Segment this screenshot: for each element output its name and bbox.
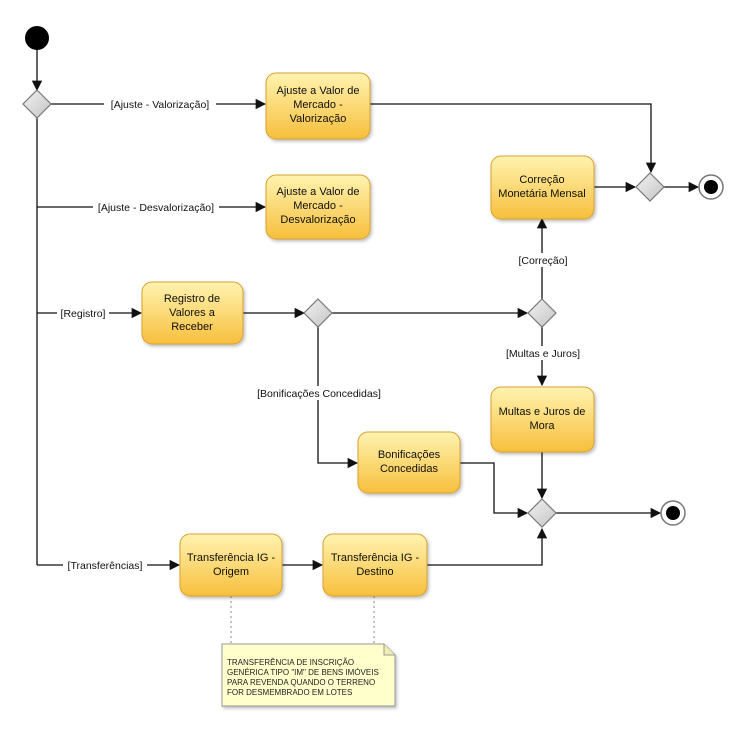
svg-text:GENÉRICA TIPO "IM" DE BENS IMÓ: GENÉRICA TIPO "IM" DE BENS IMÓVEIS — [227, 668, 379, 677]
activity-multas-juros[interactable]: Multas e Juros de Mora — [490, 386, 595, 453]
svg-text:Monetária Mensal: Monetária Mensal — [498, 188, 585, 200]
svg-text:TRANSFERÊNCIA DE INSCRIÇÃO: TRANSFERÊNCIA DE INSCRIÇÃO — [227, 658, 354, 667]
merge-bottom — [527, 498, 557, 528]
svg-text:Ajuste a Valor de: Ajuste a Valor de — [277, 186, 360, 198]
svg-text:[Correção]: [Correção] — [518, 255, 567, 267]
svg-text:Mercado -: Mercado - — [293, 99, 343, 111]
merge-top — [635, 172, 665, 202]
edge-to-bonificacoes — [317, 327, 359, 469]
svg-text:[Registro]: [Registro] — [61, 308, 106, 320]
svg-text:Mora: Mora — [529, 420, 555, 432]
svg-text:[Transferências]: [Transferências] — [68, 560, 143, 572]
guard-transferencias: [Transferências] — [63, 558, 147, 572]
svg-text:Mercado -: Mercado - — [293, 200, 343, 212]
final-node-bottom — [660, 500, 686, 526]
guard-bonificacoes: [Bonificações Concedidas] — [252, 386, 386, 400]
svg-text:Valorização: Valorização — [290, 113, 347, 125]
decision-correcao-multas — [527, 298, 557, 328]
svg-text:Registro de: Registro de — [164, 293, 220, 305]
activity-ajuste-valorizacao[interactable]: Ajuste a Valor de Mercado - Valorização — [265, 72, 371, 140]
decision-registro — [303, 298, 333, 328]
decision-diamonds — [22, 89, 665, 528]
initial-node — [25, 26, 49, 50]
svg-text:Transferência IG -: Transferência IG - — [187, 552, 276, 564]
svg-text:Destino: Destino — [356, 566, 393, 578]
svg-text:Correção: Correção — [519, 174, 564, 186]
svg-text:[Multas e Juros]: [Multas e Juros] — [506, 348, 580, 360]
activity-transferencia-destino[interactable]: Transferência IG - Destino — [322, 533, 428, 597]
svg-text:Concedidas: Concedidas — [380, 463, 439, 475]
edge-bonificacoes-to-merge — [460, 462, 529, 519]
final-node-top — [698, 174, 724, 200]
svg-text:Desvalorização: Desvalorização — [280, 214, 355, 226]
guard-ajuste-desvalorizacao: [Ajuste - Desvalorização] — [93, 200, 219, 214]
guard-labels: [Ajuste - Valorização] [Ajuste - Desvalo… — [57, 97, 585, 572]
svg-text:[Ajuste - Desvalorização]: [Ajuste - Desvalorização] — [98, 202, 214, 214]
svg-text:[Bonificações Concedidas]: [Bonificações Concedidas] — [257, 388, 381, 400]
edge-destino-to-merge — [427, 527, 548, 566]
edge-valorizacao-to-merge — [370, 103, 657, 174]
guard-ajuste-valorizacao: [Ajuste - Valorização] — [104, 97, 216, 111]
activity-registro-valores[interactable]: Registro de Valores a Receber — [141, 281, 244, 345]
activity-bonificacoes[interactable]: Bonificações Concedidas — [357, 431, 461, 494]
svg-text:Receber: Receber — [171, 321, 213, 333]
guard-registro: [Registro] — [57, 306, 109, 320]
activity-correcao-monetaria[interactable]: Correção Monetária Mensal — [490, 155, 595, 220]
svg-text:[Ajuste - Valorização]: [Ajuste - Valorização] — [111, 99, 210, 111]
guard-multas-juros: [Multas e Juros] — [501, 346, 585, 360]
svg-text:Valores a: Valores a — [169, 307, 216, 319]
svg-text:Transferência IG -: Transferência IG - — [331, 552, 420, 564]
svg-text:Bonificações: Bonificações — [378, 449, 441, 461]
activity-ajuste-desvalorizacao[interactable]: Ajuste a Valor de Mercado - Desvalorizaç… — [265, 174, 371, 240]
activity-transferencia-origem[interactable]: Transferência IG - Origem — [179, 533, 283, 597]
svg-text:Ajuste a Valor de: Ajuste a Valor de — [277, 85, 360, 97]
svg-text:Origem: Origem — [213, 566, 249, 578]
svg-text:FOR DESMEMBRADO EM LOTES: FOR DESMEMBRADO EM LOTES — [227, 688, 352, 697]
guard-correcao: [Correção] — [515, 253, 571, 267]
svg-text:Multas e Juros de: Multas e Juros de — [499, 406, 586, 418]
note-transferencia: TRANSFERÊNCIA DE INSCRIÇÃO GENÉRICA TIPO… — [221, 643, 396, 707]
decision-initial — [22, 89, 52, 119]
svg-text:PARA REVENDA QUANDO O TERRENO: PARA REVENDA QUANDO O TERRENO — [227, 678, 375, 687]
